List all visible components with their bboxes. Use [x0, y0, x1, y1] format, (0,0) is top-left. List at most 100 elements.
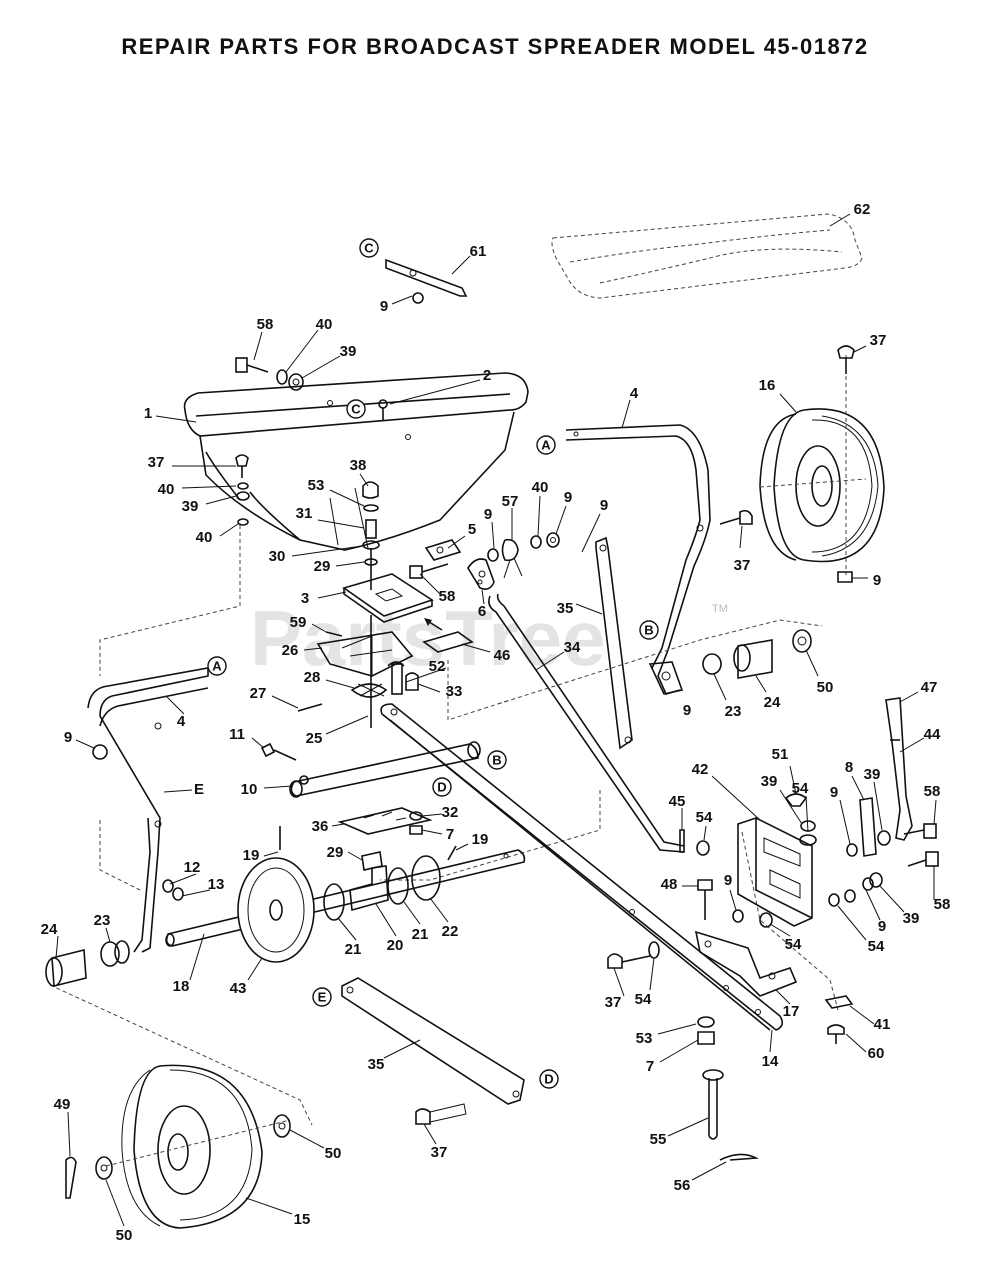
part-callout-60: 60 [868, 1045, 885, 1062]
wheel-15 [105, 1064, 291, 1229]
part-callout-9: 9 [64, 729, 72, 746]
reference-marker-letter: C [364, 240, 374, 255]
spacers-23-24-50-right [702, 629, 812, 679]
part-callout-23: 23 [725, 703, 742, 720]
reference-marker-circle [207, 656, 227, 676]
part-callout-25: 25 [306, 730, 323, 747]
part-callout-16: 16 [759, 377, 776, 394]
reference-marker-circle [432, 777, 452, 797]
dashed-guides [49, 525, 839, 1126]
part-callout-37: 37 [605, 994, 622, 1011]
part-callout-50: 50 [817, 679, 834, 696]
part-callout-13: 13 [208, 876, 225, 893]
part-callout-8: 8 [845, 759, 853, 776]
lever-44-47 [846, 697, 937, 857]
part-callout-9: 9 [878, 918, 886, 935]
part-callout-9: 9 [683, 702, 691, 719]
part-callout-19: 19 [243, 847, 260, 864]
part-callout-9: 9 [873, 572, 881, 589]
sprocket-43 [237, 857, 315, 963]
reference-marker-a: A [207, 656, 227, 676]
part-callout-56: 56 [674, 1177, 691, 1194]
reference-marker-a: A [536, 435, 556, 455]
reference-marker-letter: B [644, 622, 653, 637]
reference-marker-letter: E [318, 989, 327, 1004]
part-callout-45: 45 [669, 793, 686, 810]
part-callout-11: 11 [229, 726, 245, 743]
impeller-assembly [297, 615, 419, 728]
part-callout-20: 20 [387, 937, 404, 954]
part-callout-14: 14 [762, 1053, 779, 1070]
part-callout-37: 37 [870, 332, 887, 349]
reference-marker-circle [536, 435, 556, 455]
handle-4-left [87, 667, 209, 953]
bracket-61 [385, 258, 468, 304]
part-callout-58: 58 [934, 896, 951, 913]
part-callout-1: 1 [144, 405, 152, 422]
part-callout-37: 37 [431, 1144, 448, 1161]
part-callout-39: 39 [903, 910, 920, 927]
part-callout-54: 54 [635, 991, 652, 1008]
part-callout-19: 19 [472, 831, 489, 848]
hardware-12-13 [162, 879, 184, 901]
plate-46 [422, 618, 474, 653]
part-callout-54: 54 [696, 809, 713, 826]
part-callout-9: 9 [380, 298, 388, 315]
part-callout-37: 37 [148, 454, 165, 471]
part-callout-32: 32 [442, 804, 459, 821]
part-callout-21: 21 [412, 926, 429, 943]
reference-marker-letter: D [544, 1071, 553, 1086]
hardware-9-57-40-9 [487, 532, 560, 579]
part-callout-39: 39 [182, 498, 199, 515]
reference-marker-circle [487, 750, 507, 770]
part-callout-4: 4 [630, 385, 639, 402]
part-callout-9: 9 [724, 872, 732, 889]
part-callout-9: 9 [484, 506, 492, 523]
part-callout-18: 18 [173, 978, 190, 995]
strap-35-right [595, 536, 633, 750]
hardware-lower-right [828, 851, 939, 907]
part-callout-58: 58 [924, 783, 941, 800]
part-callout-26: 26 [282, 642, 299, 659]
reference-marker-circle [359, 238, 379, 258]
washers-50-pin-49 [65, 1114, 291, 1199]
part-callout-31: 31 [296, 505, 313, 522]
part-callout-55: 55 [650, 1131, 667, 1148]
part-callout-43: 43 [230, 980, 247, 997]
reference-marker-letter: A [212, 658, 222, 673]
part-callout-40: 40 [158, 481, 175, 498]
part-callout-E: E [194, 781, 204, 798]
part-callout-58: 58 [439, 588, 456, 605]
part-callout-53: 53 [636, 1030, 653, 1047]
part-callout-50: 50 [116, 1227, 133, 1244]
rod-34 [488, 593, 685, 853]
reference-marker-circle [639, 620, 659, 640]
plate-42 [679, 793, 817, 927]
part-callout-54: 54 [785, 936, 802, 953]
part-callout-58: 58 [257, 316, 274, 333]
part-callout-29: 29 [327, 844, 344, 861]
part-callout-54: 54 [868, 938, 885, 955]
part-callout-59: 59 [290, 614, 307, 631]
reference-marker-b: B [639, 620, 659, 640]
pin-2 [378, 399, 388, 420]
part-callout-39: 39 [761, 773, 778, 790]
spacers-23-24-left [45, 940, 130, 988]
part-callout-6: 6 [478, 603, 486, 620]
reference-marker-circle [346, 399, 366, 419]
linkage-5-6 [409, 539, 495, 590]
part-callout-23: 23 [94, 912, 111, 929]
part-callout-30: 30 [269, 548, 286, 565]
part-callout-22: 22 [442, 923, 459, 940]
part-callout-7: 7 [646, 1058, 654, 1075]
reference-marker-b: B [487, 750, 507, 770]
reference-marker-letter: D [437, 779, 446, 794]
part-callout-57: 57 [502, 493, 519, 510]
axle-18 [165, 849, 526, 947]
bolt-48 [697, 879, 773, 928]
leader-lines [55, 213, 937, 1227]
agitator-shaft-stack [362, 481, 380, 590]
bolt-37-center [719, 509, 753, 525]
